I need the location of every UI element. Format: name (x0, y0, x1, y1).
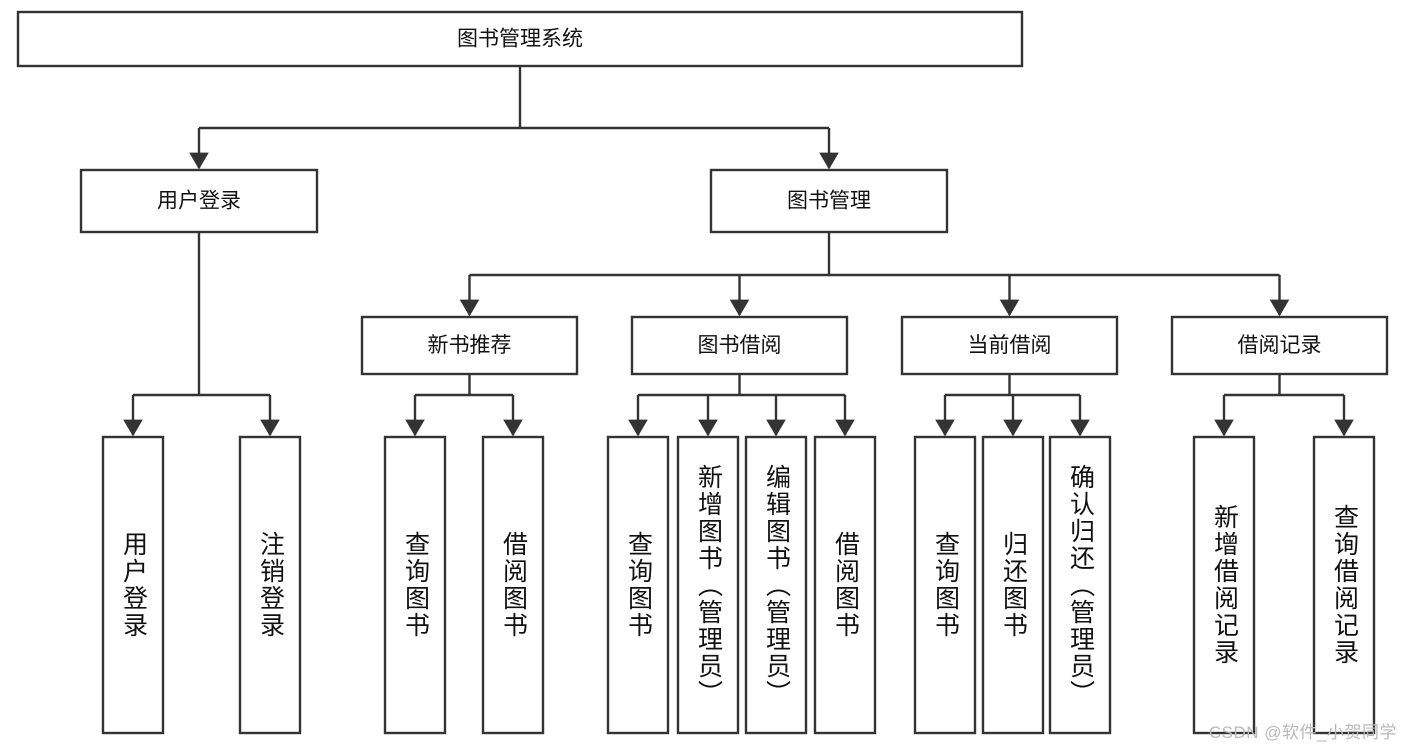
node-leaf-return-book[interactable] (981, 435, 1045, 735)
node-leaf-borrow-book[interactable] (813, 435, 877, 735)
node-label-borrow-record: 借阅记录 (1238, 334, 1322, 357)
watermark-text: CSDN @软件_小贺同学 (1208, 723, 1397, 742)
edges-layer (123, 66, 1354, 437)
node-leaf-borrow-book-recommend[interactable] (481, 435, 545, 735)
node-leaf-query-book-borrow[interactable] (606, 435, 670, 735)
node-current-borrow[interactable] (900, 315, 1119, 376)
node-label-root: 图书管理系统 (457, 28, 583, 51)
node-label-book-management: 图书管理 (787, 190, 871, 213)
node-leaf-logout[interactable] (238, 435, 302, 735)
node-leaf-query-book-current[interactable] (913, 435, 977, 735)
node-book-borrow[interactable] (630, 315, 849, 376)
node-leaf-user-login[interactable] (101, 435, 165, 735)
node-leaf-query-book-recommend[interactable] (383, 435, 447, 735)
node-leaf-confirm-return-admin[interactable] (1048, 435, 1112, 735)
node-leaf-add-book-admin[interactable] (676, 435, 740, 735)
node-borrow-record[interactable] (1170, 315, 1389, 376)
node-label-current-borrow: 当前借阅 (968, 334, 1052, 357)
node-label-new-book-recommend: 新书推荐 (428, 334, 512, 357)
node-leaf-query-borrow-record[interactable] (1312, 435, 1376, 735)
node-leaf-add-borrow-record[interactable] (1192, 435, 1256, 735)
node-label-user-login: 用户登录 (157, 190, 241, 213)
node-root[interactable] (16, 10, 1024, 68)
node-book-management[interactable] (709, 168, 949, 234)
node-label-book-borrow: 图书借阅 (698, 334, 782, 357)
node-new-book-recommend[interactable] (360, 315, 579, 376)
node-user-login[interactable] (79, 168, 319, 234)
boxes-layer (16, 10, 1389, 735)
node-leaf-edit-book-admin[interactable] (744, 435, 808, 735)
